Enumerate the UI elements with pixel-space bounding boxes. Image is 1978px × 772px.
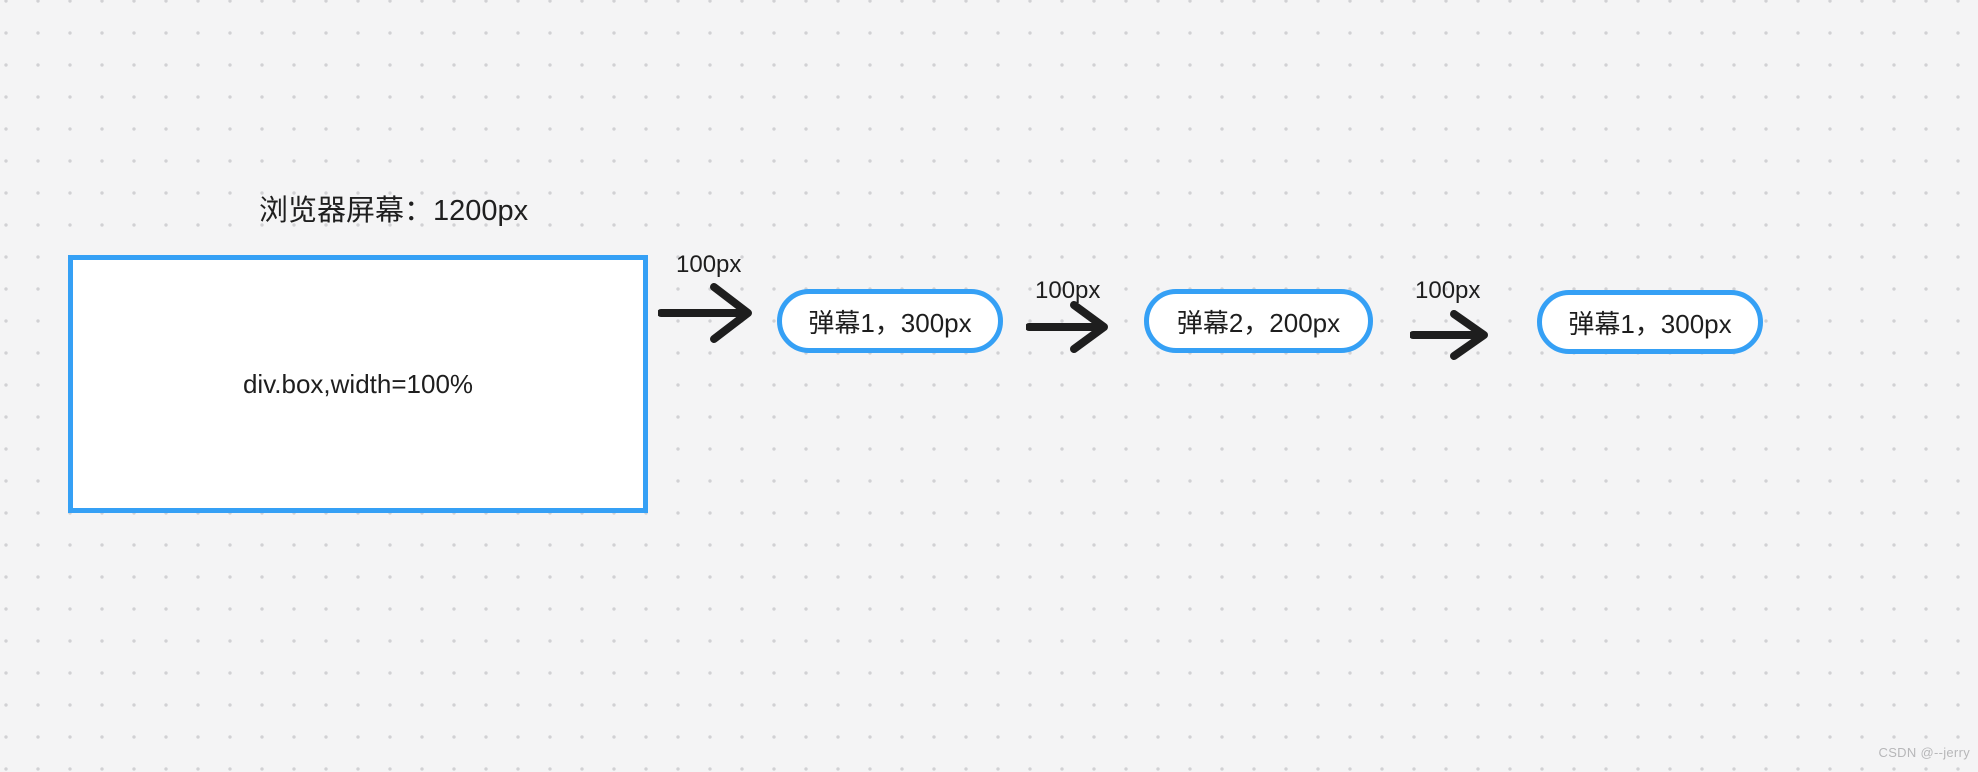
browser-screen-box-label: div.box,width=100% (242, 368, 474, 399)
danmaku-pill-2-label: 弹幕2，200px (1176, 307, 1341, 338)
browser-screen-box: div.box,width=100% (68, 255, 648, 513)
csdn-watermark: CSDN @--jerry (1878, 745, 1970, 760)
danmaku-pill-2: 弹幕2，200px (1144, 289, 1373, 353)
danmaku-pill-3: 弹幕1，300px (1537, 290, 1763, 354)
arrow-3-distance-label: 100px (1415, 277, 1481, 304)
right-arrow-icon (1410, 310, 1488, 360)
browser-screen-title: 浏览器屏幕：1200px (259, 195, 529, 227)
right-arrow-icon (658, 283, 752, 343)
danmaku-pill-1-label: 弹幕1，300px (808, 307, 972, 338)
right-arrow-icon (1026, 301, 1108, 353)
arrow-2-distance-label: 100px (1035, 277, 1101, 304)
danmaku-pill-1: 弹幕1，300px (777, 289, 1003, 353)
danmaku-pill-3-label: 弹幕1，300px (1568, 308, 1732, 339)
arrow-1-distance-label: 100px (676, 251, 742, 278)
